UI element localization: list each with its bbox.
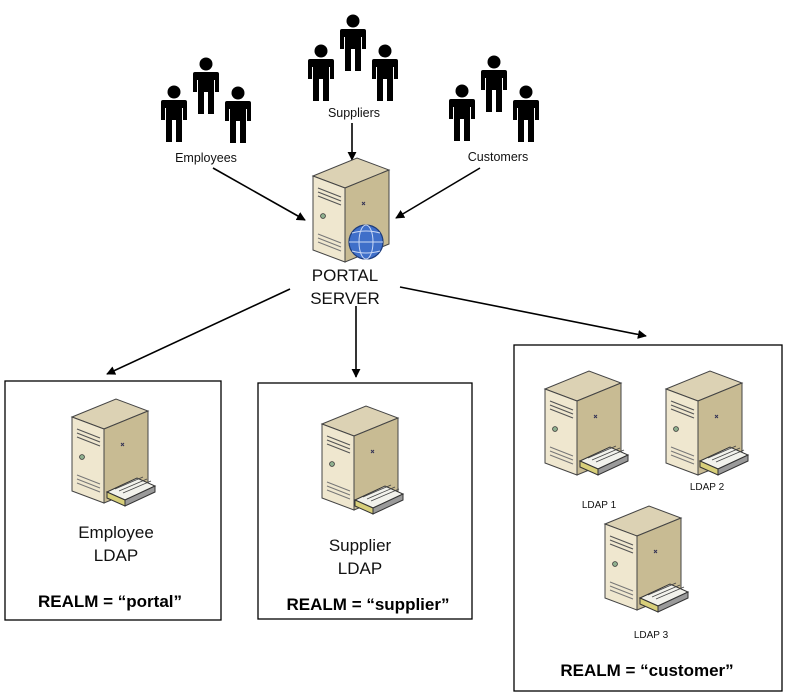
supplier-ldap-label-line2: LDAP xyxy=(338,559,382,578)
arrow-portal-to-employee-ldap xyxy=(106,288,291,375)
customer-ldap1-label: LDAP 1 xyxy=(582,500,617,511)
employees-label: Employees xyxy=(175,151,237,165)
supplier-ldap-label-line1: Supplier xyxy=(329,536,392,555)
arrow-customers-to-portal xyxy=(395,167,481,219)
employee-ldap-label-line2: LDAP xyxy=(94,546,138,565)
arrow-employees-to-portal xyxy=(212,167,306,221)
portal-server-icon xyxy=(312,157,390,263)
suppliers-label: Suppliers xyxy=(328,106,380,120)
portal-label-line1: PORTAL xyxy=(312,266,378,285)
customer-realm-label: REALM = “customer” xyxy=(560,661,733,680)
supplier-ldap-server-icon xyxy=(321,405,404,515)
customer-ldap3-server-icon xyxy=(604,505,689,613)
suppliers-group-icon xyxy=(308,14,398,101)
supplier-realm-label: REALM = “supplier” xyxy=(287,595,450,614)
employees-group-icon xyxy=(161,57,251,143)
employee-ldap-server-icon xyxy=(71,398,156,507)
customer-ldap2-label: LDAP 2 xyxy=(690,482,725,493)
customer-ldap1-server-icon xyxy=(544,370,629,476)
customer-ldap3-label: LDAP 3 xyxy=(634,630,669,641)
arrow-portal-to-customer-ldap xyxy=(399,286,647,339)
customer-ldap2-server-icon xyxy=(665,370,749,476)
employee-realm-label: REALM = “portal” xyxy=(38,592,182,611)
portal-label-line2: SERVER xyxy=(310,289,380,308)
customers-label: Customers xyxy=(468,150,528,164)
customers-group-icon xyxy=(449,55,539,142)
employee-ldap-label-line1: Employee xyxy=(78,523,154,542)
